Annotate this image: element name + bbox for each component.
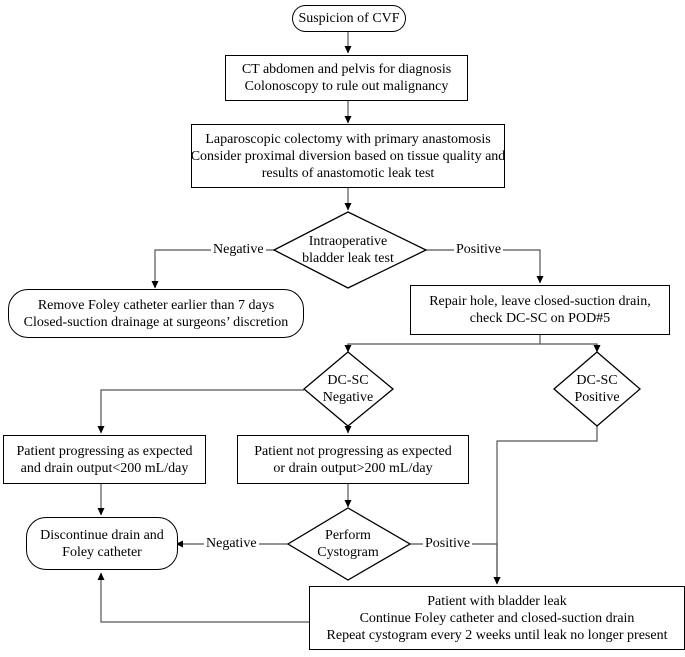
cystogram-line-1: Perform [325, 528, 371, 543]
dcsc-positive-line-1: DC-SC [576, 373, 618, 388]
ct-line-2: Colonoscopy to rule out malignancy [244, 79, 449, 94]
cystogram-diamond [286, 507, 412, 581]
progressing-line-2: and drain output<200 mL/day [20, 460, 189, 476]
laparoscopic-line-2: Consider proximal diversion based on tis… [190, 148, 506, 164]
dcsc-positive-diamond [553, 351, 641, 427]
not-progressing-node: Patient not progressing as expected or d… [237, 435, 469, 484]
bladder-leak-line-3: Repeat cystogram every 2 weeks until lea… [326, 627, 668, 643]
dcsc-negative-label: DC-SC Negative [310, 371, 386, 407]
repair-hole-line-1: Repair hole, leave closed-suction drain, [429, 294, 651, 309]
intraop-negative-label: Negative [211, 242, 266, 258]
laparoscopic-node: Laparoscopic colectomy with primary anas… [191, 124, 505, 188]
repair-hole-node: Repair hole, leave closed-suction drain,… [410, 285, 670, 335]
bladder-leak-node: Patient with bladder leak Continue Foley… [309, 586, 685, 650]
intraop-test-diamond [272, 211, 428, 289]
bladder-leak-line-2: Continue Foley catheter and closed-sucti… [359, 610, 635, 626]
discontinue-line-2: Foley catheter [62, 544, 142, 560]
arrow-repair-to-dcsc-negative [344, 335, 541, 353]
bladder-leak-line-1: Patient with bladder leak [427, 593, 567, 609]
dcsc-positive-label: DC-SC Positive [560, 371, 634, 407]
dcsc-negative-line-2: Negative [322, 390, 374, 405]
progressing-node: Patient progressing as expected and drai… [3, 435, 206, 484]
remove-foley-line-2: Closed-suction drainage at surgeons’ dis… [23, 314, 289, 330]
cystogram-label: Perform Cystogram [300, 526, 396, 562]
arrow-bladder-leak-to-discontinue [97, 572, 309, 623]
laparoscopic-line-3: results of anastomotic leak test [261, 165, 435, 181]
arrow-dcsc-to-progressing [97, 389, 304, 434]
dcsc-negative-diamond [302, 351, 395, 427]
laparoscopic-line-1: Laparoscopic colectomy with primary anas… [205, 131, 491, 147]
discontinue-line-1: Discontinue drain and [40, 527, 164, 543]
arrow-repair-to-dcsc-positive [540, 343, 601, 353]
dcsc-negative-line-1: DC-SC [327, 373, 369, 388]
not-progressing-line-2: or drain output>200 mL/day [273, 460, 433, 476]
cystogram-negative-label: Negative [204, 536, 259, 552]
discontinue-node: Discontinue drain and Foley catheter [26, 517, 178, 570]
ct-line-1: CT abdomen and pelvis for diagnosis [241, 62, 452, 77]
intraop-test-label: Intraoperative bladder leak test [284, 232, 412, 268]
ct-node: CT abdomen and pelvis for diagnosis Colo… [225, 55, 468, 101]
intraop-positive-label: Positive [454, 242, 504, 258]
arrow-dcsc-positive-to-bladder-leak [493, 426, 598, 585]
remove-foley-line-1: Remove Foley catheter earlier than 7 day… [37, 297, 275, 313]
repair-hole-line-2: check DC-SC on POD#5 [469, 311, 611, 326]
progressing-line-1: Patient progressing as expected [16, 443, 193, 459]
suspicion-text: Suspicion of CVF [298, 11, 400, 26]
suspicion-node: Suspicion of CVF [292, 5, 406, 32]
cystogram-positive-label: Positive [423, 536, 473, 552]
intraop-test-line-1: Intraoperative [308, 234, 388, 249]
dcsc-positive-line-2: Positive [574, 390, 620, 405]
cystogram-line-2: Cystogram [317, 545, 379, 560]
intraop-test-line-2: bladder leak test [302, 251, 394, 266]
not-progressing-line-1: Patient not progressing as expected [254, 443, 452, 459]
remove-foley-node: Remove Foley catheter earlier than 7 day… [8, 289, 304, 338]
